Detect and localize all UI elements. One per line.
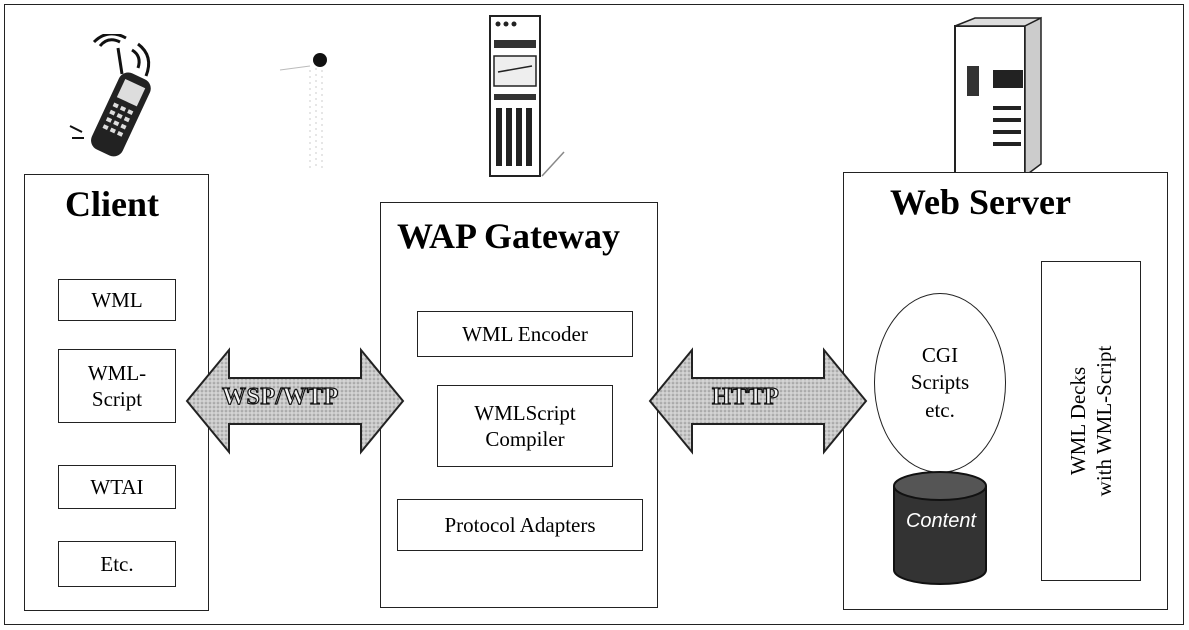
client-box: Client WML WML- Script WTAI Etc. (24, 174, 209, 611)
client-item-wmlscript: WML- Script (58, 349, 176, 423)
client-item-wtai: WTAI (58, 465, 176, 509)
mobile-phone-icon (69, 34, 151, 157)
gateway-item-protocol-adapters: Protocol Adapters (397, 499, 643, 551)
cgi-scripts-ellipse: CGI Scripts etc. (874, 293, 1006, 473)
web-server-title: Web Server (890, 182, 1071, 222)
database-icon (893, 471, 987, 585)
http-label: HTTP (711, 383, 780, 410)
diagram-frame (4, 4, 1184, 625)
client-item-etc: Etc. (58, 541, 176, 587)
wml-decks-box: WML Decks with WML-Script (1041, 261, 1141, 581)
wsp-wtp-label: WSP/WTP (221, 383, 339, 410)
radio-tower-icon (279, 53, 327, 170)
gateway-item-wmlscript-compiler: WMLScript Compiler (437, 385, 613, 467)
client-item-wml: WML (58, 279, 176, 321)
database-label: Content (905, 510, 977, 532)
tower-server-icon (954, 16, 1042, 176)
http-double-arrow (648, 347, 868, 455)
wml-decks-label: WML Decks with WML-Script (1065, 345, 1116, 497)
gateway-box: WAP Gateway WML Encoder WMLScript Compil… (380, 202, 658, 608)
client-title: Client (65, 184, 159, 224)
gateway-title: WAP Gateway (397, 216, 620, 256)
gateway-item-wml-encoder: WML Encoder (417, 311, 633, 357)
gateway-server-icon (489, 15, 565, 177)
wsp-wtp-double-arrow (185, 347, 405, 455)
